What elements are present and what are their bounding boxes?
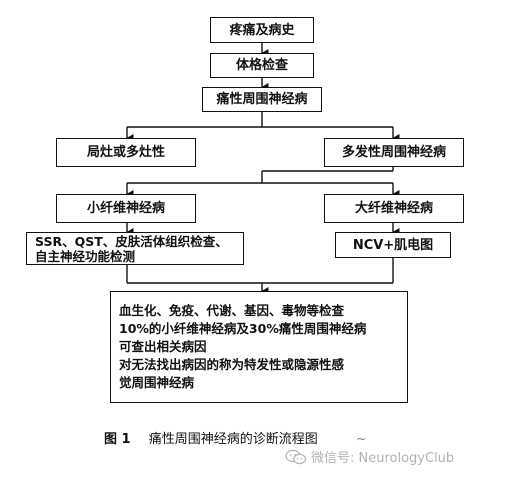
figure-label: 图 1 [104, 432, 131, 447]
node-painful-neuropathy: 痛性周围神经病 [202, 87, 322, 112]
wechat-icon [285, 449, 307, 464]
node-small-tests-line-2: 自主神经功能检测 [35, 248, 136, 264]
node-small-fiber-label: 小纤维神经病 [86, 201, 165, 216]
caption-tilde: ~ [355, 432, 367, 447]
node-history: 疼痛及病史 [210, 17, 314, 43]
node-large-tests-label: NCV+肌电图 [352, 237, 434, 253]
node-labs-line-2: 10%的小纤维神经病及30%痛性周围神经病 [119, 321, 367, 336]
node-focal: 局灶或多灶性 [56, 138, 196, 167]
node-small-tests: SSR、QST、皮肤活体组织检查、 自主神经功能检测 [26, 232, 244, 265]
node-labs: 血生化、免疫、代谢、基因、毒物等检查 10%的小纤维神经病及30%痛性周围神经病… [110, 291, 408, 403]
node-painful-neuropathy-label: 痛性周围神经病 [216, 92, 308, 107]
node-labs-line-5: 觉周围神经病 [119, 375, 195, 390]
node-history-label: 疼痛及病史 [229, 22, 295, 38]
node-polyneuropathy: 多发性周围神经病 [324, 138, 464, 167]
node-labs-line-3: 可查出相关病因 [119, 339, 207, 354]
watermark: 微信号: NeurologyClub [285, 447, 454, 466]
node-focal-label: 局灶或多灶性 [86, 145, 165, 160]
node-large-fiber-label: 大纤维神经病 [354, 201, 433, 216]
node-small-tests-line-1: SSR、QST、皮肤活体组织检查、 [35, 233, 228, 249]
node-small-fiber: 小纤维神经病 [56, 194, 196, 223]
node-large-tests: NCV+肌电图 [335, 232, 451, 258]
node-large-fiber: 大纤维神经病 [324, 194, 464, 223]
node-labs-line-1: 血生化、免疫、代谢、基因、毒物等检查 [119, 303, 345, 318]
node-labs-line-4: 对无法找出病因的称为特发性或隐源性感 [119, 357, 345, 372]
watermark-text: 微信号: NeurologyClub [311, 451, 455, 466]
figure-title: 痛性周围神经病的诊断流程图 [148, 432, 318, 447]
node-exam-label: 体格检查 [235, 58, 288, 73]
node-polyneuropathy-label: 多发性周围神经病 [341, 145, 446, 160]
node-exam: 体格检查 [210, 53, 314, 78]
figure-caption: 图 1 痛性周围神经病的诊断流程图 ~ [104, 428, 367, 447]
